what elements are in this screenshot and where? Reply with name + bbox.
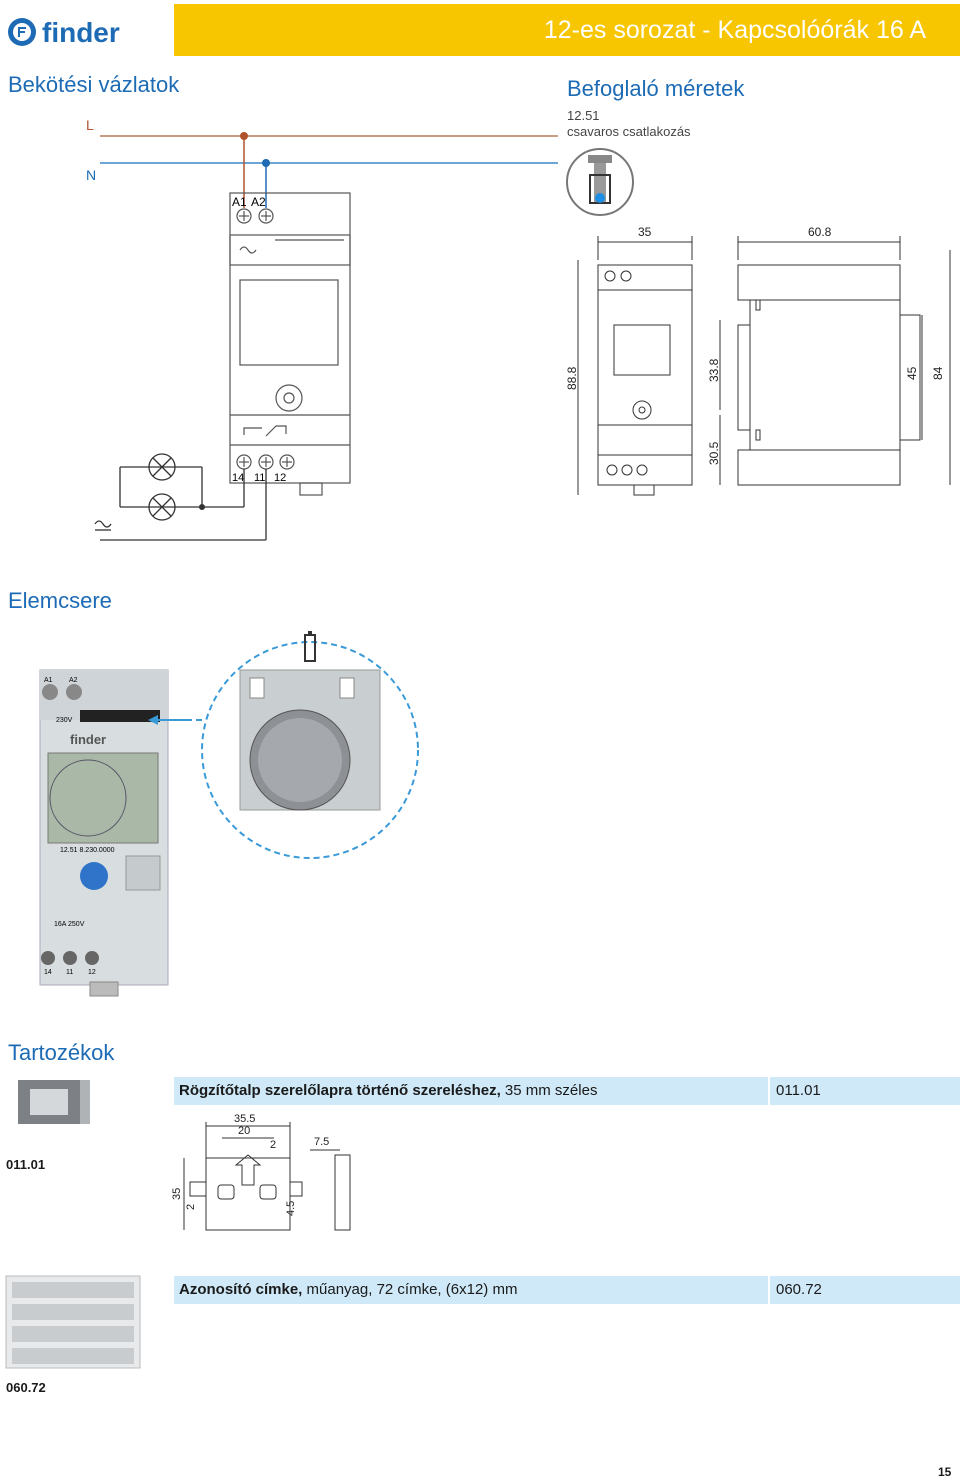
device-term-11: 11 bbox=[66, 969, 73, 976]
device-term-12: 12 bbox=[88, 969, 96, 976]
device-brand: finder bbox=[70, 732, 106, 747]
dim-60-8: 60.8 bbox=[808, 225, 832, 239]
dim-7-5: 7.5 bbox=[314, 1136, 329, 1148]
label-sheet-photo bbox=[5, 1275, 141, 1369]
brand-name: finder bbox=[42, 17, 120, 48]
device-rating: 16A 250V bbox=[54, 921, 85, 928]
accessory-desc-rest: 35 mm széles bbox=[500, 1082, 598, 1099]
dim-30-5: 30.5 bbox=[707, 441, 721, 465]
battery-illustration: A1 A2 230V finder 12.51 8.230.0000 16A 2… bbox=[39, 631, 419, 997]
label-L: L bbox=[86, 117, 94, 133]
dim-4-5: 4.5 bbox=[285, 1201, 297, 1216]
row-divider bbox=[768, 1077, 770, 1105]
device-code: 12.51 8.230.0000 bbox=[60, 847, 115, 854]
accessories-heading: Tartozékok bbox=[8, 1040, 115, 1065]
term-12: 12 bbox=[274, 472, 286, 484]
accessory-code: 011.01 bbox=[776, 1082, 821, 1099]
model-number: 12.51 bbox=[567, 108, 600, 123]
dimension-drawing: 35 60.8 88.8 33.8 30.5 45 84 bbox=[565, 148, 951, 496]
accessory-desc: Azonosító címke, műanyag, 72 címke, (6x1… bbox=[179, 1281, 517, 1298]
dim-20: 20 bbox=[238, 1125, 250, 1137]
title-bar: 12-es sorozat - Kapcsolóórák 16 A bbox=[174, 4, 960, 56]
accessory-desc-rest: műanyag, 72 címke, (6x12) mm bbox=[302, 1281, 518, 1298]
accessory-label-060-72: 060.72 bbox=[6, 1380, 46, 1395]
mounting-base-photo bbox=[18, 1080, 90, 1124]
accessory-row-011-01: Rögzítőtalp szerelőlapra történő szerelé… bbox=[174, 1077, 960, 1105]
accessory-code: 060.72 bbox=[776, 1281, 822, 1298]
device-term-A2: A2 bbox=[69, 677, 78, 684]
wiring-heading: Bekötési vázlatok bbox=[8, 72, 180, 97]
dim-88-8: 88.8 bbox=[565, 366, 579, 390]
dimensions-heading: Befoglaló méretek bbox=[567, 76, 745, 101]
page-title: 12-es sorozat - Kapcsolóórák 16 A bbox=[543, 16, 926, 44]
mounting-base-drawing: 35.5 20 2 7.5 35 2 4.5 bbox=[171, 1113, 351, 1231]
dim-45: 45 bbox=[905, 366, 919, 380]
device-term-14: 14 bbox=[44, 969, 52, 976]
dim-2a: 2 bbox=[270, 1139, 276, 1151]
term-A1: A1 bbox=[232, 195, 247, 209]
dim-84: 84 bbox=[931, 366, 945, 380]
connection-type: csavaros csatlakozás bbox=[567, 124, 691, 139]
dim-35-5: 35.5 bbox=[234, 1113, 255, 1125]
device-voltage: 230V bbox=[56, 717, 73, 724]
wiring-diagram: L N A1 A2 14 11 12 bbox=[86, 117, 558, 541]
accessory-desc-bold: Rögzítőtalp szerelőlapra történő szerelé… bbox=[179, 1082, 501, 1099]
term-11: 11 bbox=[254, 472, 265, 484]
finder-logo: finder bbox=[0, 0, 172, 60]
device-term-A1: A1 bbox=[44, 677, 53, 684]
accessory-row-060-72: Azonosító címke, műanyag, 72 címke, (6x1… bbox=[174, 1276, 960, 1304]
dim-35: 35 bbox=[171, 1188, 183, 1200]
accessory-desc: Rögzítőtalp szerelőlapra történő szerelé… bbox=[179, 1082, 597, 1099]
term-14: 14 bbox=[232, 472, 244, 484]
term-A2: A2 bbox=[251, 195, 266, 209]
dim-35: 35 bbox=[638, 225, 652, 239]
battery-heading: Elemcsere bbox=[8, 588, 112, 613]
dim-33-8: 33.8 bbox=[707, 358, 721, 382]
page-number: 15 bbox=[938, 1465, 952, 1479]
row-divider bbox=[768, 1276, 770, 1304]
accessory-label-011-01: 011.01 bbox=[6, 1157, 46, 1172]
label-N: N bbox=[86, 167, 96, 183]
accessory-desc-bold: Azonosító címke, bbox=[179, 1281, 303, 1298]
dim-2b: 2 bbox=[185, 1204, 197, 1210]
